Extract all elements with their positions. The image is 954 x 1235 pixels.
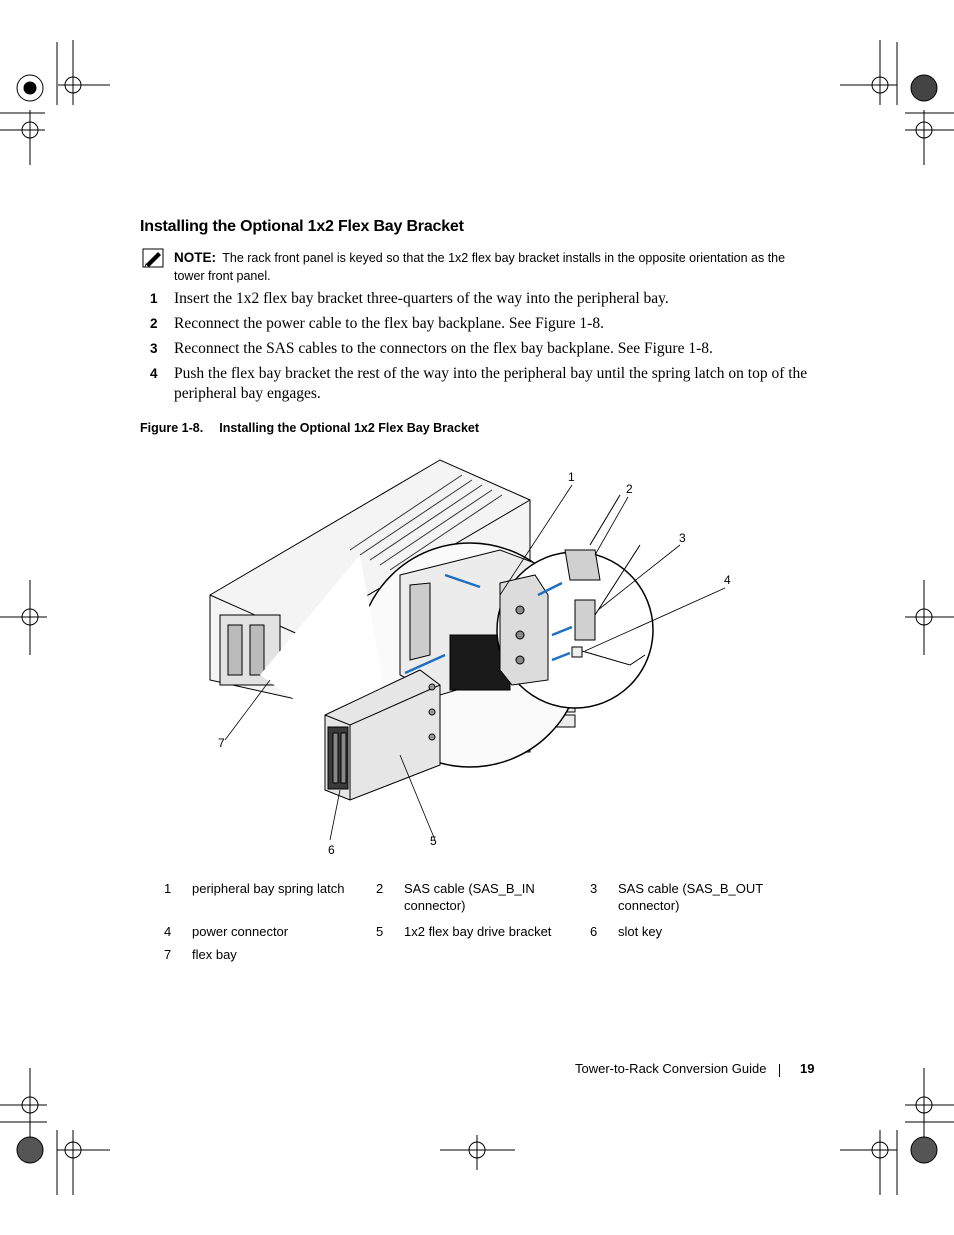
- pencil-note-icon: [142, 248, 164, 268]
- legend-number: 5: [376, 924, 384, 939]
- legend-label: power connector: [192, 924, 289, 939]
- legend-number: 1: [164, 881, 172, 896]
- figure-number: Figure 1-8.: [140, 421, 204, 435]
- figure-title: Installing the Optional 1x2 Flex Bay Bra…: [219, 421, 480, 435]
- footer-separator: [779, 1064, 780, 1077]
- section-heading: Installing the Optional 1x2 Flex Bay Bra…: [140, 218, 464, 235]
- insertion-arrows: [404, 573, 573, 675]
- callout-5: 5: [430, 834, 437, 848]
- callout-1: 1: [568, 470, 575, 484]
- legend-number: 3: [590, 881, 598, 896]
- note-text: The rack front panel is keyed so that th…: [174, 251, 786, 283]
- step-text: Insert the 1x2 flex bay bracket three-qu…: [174, 290, 669, 307]
- step-text: Reconnect the power cable to the flex ba…: [174, 315, 604, 332]
- step-number: 2: [150, 316, 158, 331]
- legend-number: 4: [164, 924, 172, 939]
- callout-3: 3: [679, 531, 686, 545]
- step-1: 1 Insert the 1x2 flex bay bracket three-…: [150, 289, 815, 309]
- callout-6: 6: [328, 843, 335, 857]
- step-4: 4 Push the flex bay bracket the rest of …: [150, 364, 815, 404]
- callout-4: 4: [724, 573, 731, 587]
- step-number: 3: [150, 341, 158, 356]
- note-block: NOTE: The rack front panel is keyed so t…: [174, 249, 814, 285]
- page-number: 19: [800, 1061, 815, 1076]
- step-text: Reconnect the SAS cables to the connecto…: [174, 340, 713, 357]
- legend-label: flex bay: [192, 947, 237, 962]
- legend-label: peripheral bay spring latch: [192, 881, 345, 896]
- legend-label: SAS cable (SAS_B_OUT connector): [618, 881, 763, 913]
- legend-number: 7: [164, 947, 172, 962]
- figure-caption: Figure 1-8. Installing the Optional 1x2 F…: [140, 421, 479, 435]
- legend-number: 2: [376, 881, 384, 896]
- step-text: Push the flex bay bracket the rest of th…: [174, 365, 808, 402]
- callout-2: 2: [626, 482, 633, 496]
- legend-label: slot key: [618, 924, 663, 939]
- footer-guide-title: Tower-to-Rack Conversion Guide: [575, 1061, 767, 1076]
- flex-bay-illustration: [209, 459, 726, 841]
- callout-7: 7: [218, 736, 225, 750]
- step-3: 3 Reconnect the SAS cables to the connec…: [150, 339, 815, 359]
- note-label: NOTE:: [174, 250, 216, 265]
- legend-label: SAS cable (SAS_B_IN connector): [404, 881, 535, 913]
- legend-number: 6: [590, 924, 598, 939]
- flex-bay-drive-bracket: [324, 669, 441, 801]
- step-2: 2 Reconnect the power cable to the flex …: [150, 314, 815, 334]
- step-number: 1: [150, 291, 158, 306]
- legend-label: 1x2 flex bay drive bracket: [404, 924, 552, 939]
- step-number: 4: [150, 366, 158, 381]
